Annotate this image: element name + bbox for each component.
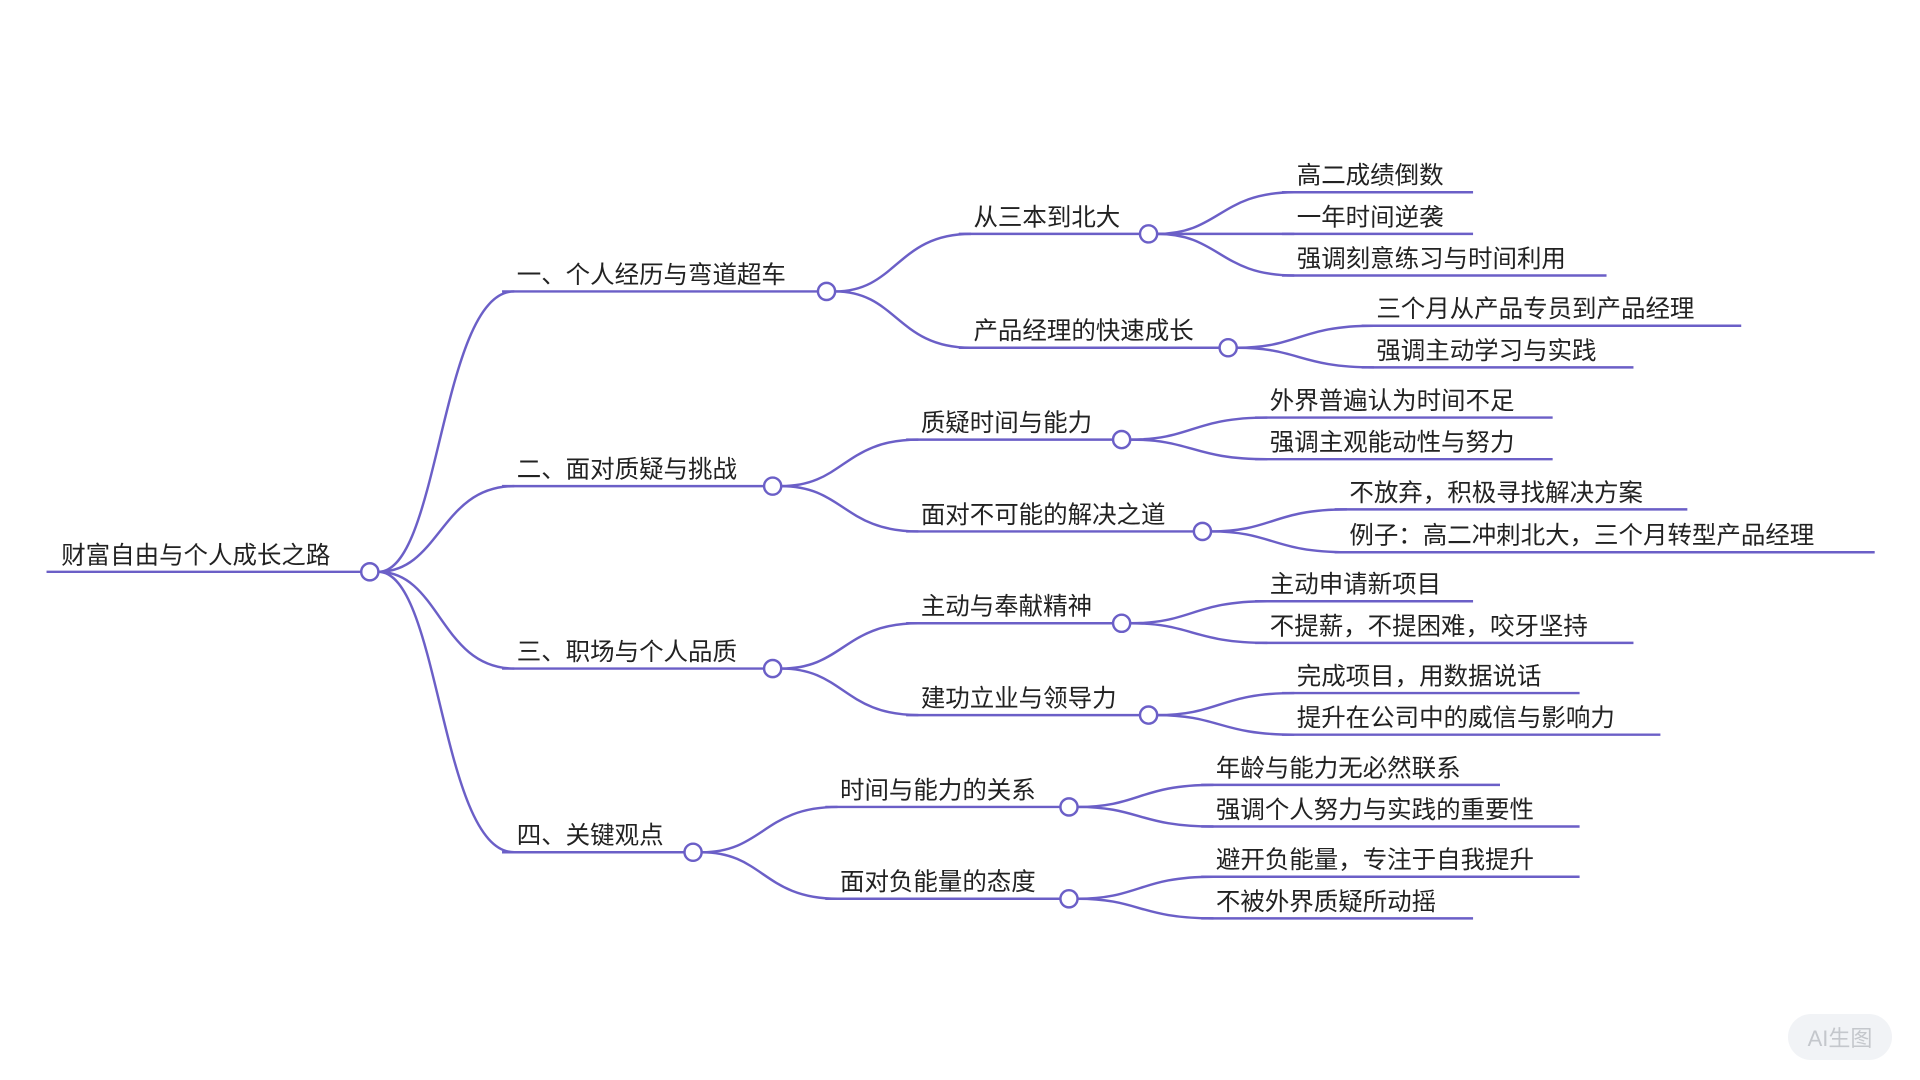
leaf-2-1-2-label[interactable]: 强调主观能动性与努力 (1270, 428, 1515, 457)
leaf-4-2-1-label[interactable]: 避开负能量，专注于自我提升 (1216, 845, 1534, 874)
topic-4-2-connector (701, 851, 838, 900)
mind-map-nodes: 财富自由与个人成长之路 一、个人经历与弯道超车 从三本到北大 高二成绩倒数一年时间逆袭… (61, 161, 1814, 916)
topic-2-2-collapse-toggle[interactable] (1192, 521, 1213, 542)
root-node-collapse-toggle[interactable] (360, 562, 380, 582)
leaf-1-2-1-connector (1236, 324, 1374, 349)
topic-3-2-collapse-toggle[interactable] (1138, 705, 1159, 725)
topic-1-1-connector (835, 232, 972, 293)
leaf-4-1-2-connector (1077, 805, 1214, 828)
leaf-4-2-2-connector (1077, 897, 1214, 920)
leaf-1-1-1-connector (1157, 191, 1295, 236)
topic-3-1-connector (781, 622, 919, 670)
leaf-4-2-1-connector (1077, 875, 1214, 900)
topic-1-2-collapse-toggle[interactable] (1218, 337, 1238, 358)
branch-4-collapse-toggle[interactable] (683, 842, 703, 863)
leaf-2-1-2-connector (1130, 438, 1268, 461)
branch-3-collapse-toggle[interactable] (762, 658, 783, 679)
leaf-2-2-1-label[interactable]: 不放弃，积极寻找解决方案 (1349, 478, 1643, 507)
topic-4-2-collapse-toggle[interactable] (1059, 888, 1079, 909)
leaf-2-1-1-label[interactable]: 外界普遍认为时间不足 (1270, 386, 1515, 415)
topic-4-1-label[interactable]: 时间与能力的关系 (840, 775, 1036, 804)
leaf-4-1-1-label[interactable]: 年龄与能力无必然联系 (1216, 753, 1461, 782)
leaf-1-2-1-label[interactable]: 三个月从产品专员到产品经理 (1376, 294, 1694, 323)
leaf-3-2-1-connector (1157, 691, 1295, 717)
topic-2-2-label[interactable]: 面对不可能的解决之道 (921, 500, 1166, 529)
topic-3-2-label[interactable]: 建功立业与领导力 (921, 684, 1117, 713)
topic-1-1-collapse-toggle[interactable] (1138, 224, 1159, 244)
leaf-4-1-1-connector (1077, 783, 1214, 809)
leaf-3-1-2-label[interactable]: 不提薪，不提困难，咬牙坚持 (1270, 611, 1588, 640)
root-node-label[interactable]: 财富自由与个人成长之路 (61, 540, 330, 569)
topic-3-2-connector (781, 667, 919, 717)
leaf-1-2-2-label[interactable]: 强调主动学习与实践 (1376, 336, 1596, 365)
branch-1-collapse-toggle[interactable] (816, 281, 837, 302)
branch-4-connector (378, 570, 515, 854)
branch-1-label[interactable]: 一、个人经历与弯道超车 (517, 260, 786, 289)
branch-2-connector (378, 484, 515, 574)
branch-3-label[interactable]: 三、职场与个人品质 (517, 637, 737, 666)
topic-1-2-label[interactable]: 产品经理的快速成长 (973, 316, 1193, 345)
topic-4-1-collapse-toggle[interactable] (1059, 797, 1079, 817)
topic-3-1-label[interactable]: 主动与奉献精神 (921, 592, 1092, 621)
topic-2-1-collapse-toggle[interactable] (1111, 429, 1132, 450)
branch-3-connector (378, 570, 515, 670)
leaf-3-2-2-connector (1157, 713, 1295, 736)
topic-1-2-connector (835, 290, 972, 349)
branch-2-label[interactable]: 二、面对质疑与挑战 (517, 455, 737, 484)
leaf-3-1-1-label[interactable]: 主动申请新项目 (1270, 570, 1441, 599)
topic-2-2-connector (781, 484, 919, 533)
leaf-1-1-1-label[interactable]: 高二成绩倒数 (1297, 161, 1444, 190)
leaf-1-1-3-label[interactable]: 强调刻意练习与时间利用 (1297, 244, 1566, 273)
leaf-1-1-2-label[interactable]: 一年时间逆袭 (1297, 202, 1444, 231)
topic-1-1-label[interactable]: 从三本到北大 (973, 202, 1120, 231)
leaf-3-1-2-connector (1130, 622, 1268, 645)
leaf-1-2-2-connector (1236, 346, 1374, 369)
topic-3-1-collapse-toggle[interactable] (1111, 613, 1132, 634)
leaf-3-1-1-connector (1130, 600, 1268, 625)
branch-2-collapse-toggle[interactable] (762, 476, 783, 496)
leaf-3-2-2-label[interactable]: 提升在公司中的威信与影响力 (1297, 703, 1615, 732)
leaf-3-2-1-label[interactable]: 完成项目，用数据说话 (1297, 661, 1542, 690)
leaf-1-1-3-connector (1157, 232, 1295, 277)
leaf-2-2-2-connector (1211, 530, 1347, 554)
ai-generate-button[interactable]: AI生图 (1788, 1014, 1892, 1060)
leaf-4-2-2-label[interactable]: 不被外界质疑所动摇 (1216, 887, 1436, 916)
topic-4-2-label[interactable]: 面对负能量的态度 (840, 867, 1036, 896)
branch-1-connector (378, 290, 515, 574)
mind-map-edges (46, 191, 1875, 920)
leaf-4-1-2-label[interactable]: 强调个人努力与实践的重要性 (1216, 795, 1534, 824)
topic-2-1-connector (781, 438, 919, 488)
leaf-2-1-1-connector (1130, 416, 1268, 441)
leaf-2-2-2-label[interactable]: 例子：高二冲刺北大，三个月转型产品经理 (1349, 521, 1814, 550)
topic-4-1-connector (701, 805, 838, 854)
branch-4-label[interactable]: 四、关键观点 (517, 821, 664, 850)
topic-2-1-label[interactable]: 质疑时间与能力 (921, 408, 1092, 437)
leaf-2-2-1-connector (1211, 508, 1347, 533)
